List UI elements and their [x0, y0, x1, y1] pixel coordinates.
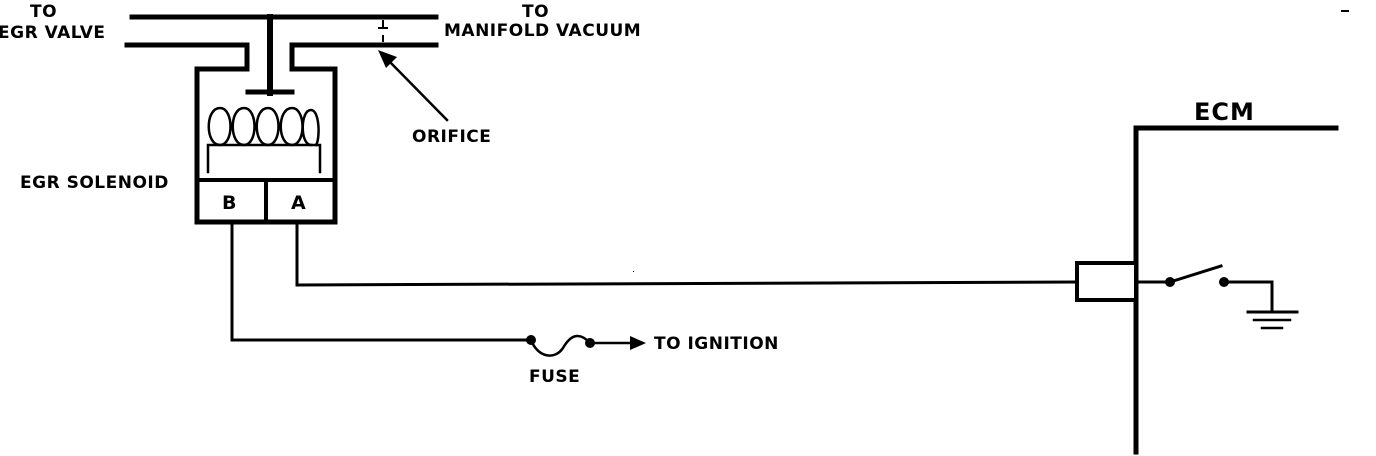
egr-solenoid-label: EGR SOLENOID	[20, 173, 169, 193]
ecm-switch-icon	[1134, 264, 1274, 313]
vacuum-hose	[124, 14, 439, 96]
ground-icon	[1246, 310, 1299, 330]
to-ignition-arrow	[588, 336, 646, 350]
fuse-label: FUSE	[529, 367, 580, 387]
stray-marks	[633, 10, 1349, 272]
fuse-icon	[526, 334, 595, 357]
ecm-boundary	[1133, 125, 1339, 455]
to-ignition-label: TO IGNITION	[654, 334, 779, 354]
to-vacuum-label-line1: TO	[522, 2, 549, 22]
ecm-label: ECM	[1194, 98, 1255, 126]
to-vacuum-label-line2: MANIFOLD VACUUM	[444, 21, 641, 41]
solenoid-coil-icon	[206, 106, 322, 174]
terminal-b-label: B	[222, 192, 236, 214]
terminal-a-label: A	[291, 192, 306, 214]
orifice-restriction	[378, 20, 388, 42]
wiring	[230, 224, 1079, 342]
to-egr-label-line1: TO	[30, 2, 57, 22]
egr-solenoid-body	[194, 66, 338, 225]
orifice-label: ORIFICE	[412, 127, 491, 147]
orifice-arrow	[378, 50, 449, 122]
ecm-connector	[1075, 261, 1138, 302]
to-egr-label-line2: EGR VALVE	[0, 23, 106, 43]
